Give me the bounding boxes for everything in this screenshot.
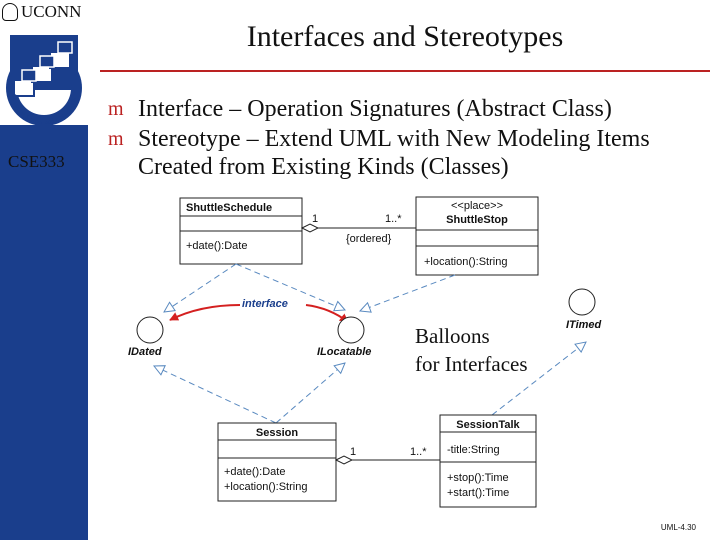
constraint-label: {ordered} [346,233,392,245]
class-name: SessionTalk [456,419,520,431]
interface-itimed: ITimed [566,288,602,331]
realization-links-bottom [154,342,586,424]
association-schedule-stop: 1 1..* {ordered} [300,213,416,245]
class-name: ShuttleStop [446,214,508,226]
class-operation: +date():Date [186,240,247,252]
university-label: UCONN [2,2,81,22]
class-attribute: -title:String [447,444,500,456]
multiplicity-label: 1 [312,213,318,225]
class-operation: +stop():Time [447,472,509,484]
sidebar-strip [0,125,88,540]
stereotype-label: <<place>> [451,200,503,212]
class-operation: +start():Time [447,487,509,499]
title-divider [100,70,710,72]
class-shuttle-stop: <<place>> ShuttleStop +location():String [415,196,539,276]
bullet-item: m Stereotype – Extend UML with New Model… [108,126,650,180]
bullet-item: m Interface – Operation Signatures (Abst… [108,96,612,122]
multiplicity-label: 1..* [410,446,427,458]
class-name: Session [256,427,298,439]
interface-idated: IDated [128,316,164,358]
bullet-icon: m [108,128,124,150]
interface-ilocatable: ILocatable [317,316,371,358]
interface-name: ILocatable [317,346,371,358]
class-session-talk: SessionTalk -title:String +stop():Time +… [439,414,537,508]
class-operation: +location():String [224,481,307,493]
class-name: ShuttleSchedule [186,202,272,214]
uconn-seal-icon [2,3,18,21]
interface-name: IDated [128,346,162,358]
class-operation: +date():Date [224,466,285,478]
bullet-list: m Interface – Operation Signatures (Abst… [108,95,708,183]
computer-network-logo: Computer Science and Engineering [6,35,82,125]
class-session: Session +date():Date +location():String [217,422,337,502]
sidebar: UCONN Computer Science and Engineering C… [0,0,88,540]
interface-label: interface [242,298,288,310]
bullet-icon: m [108,98,124,120]
multiplicity-label: 1 [350,446,356,458]
balloons-note: Balloons for Interfaces [415,324,528,376]
slide-number: UML-4.30 [660,523,696,532]
association-session-talk: 1 1..* [334,446,440,465]
class-shuttle-schedule: ShuttleSchedule +date():Date [179,197,303,265]
realization-links-top [164,263,456,312]
course-label: CSE333 [8,152,65,171]
interface-name: ITimed [566,319,602,331]
multiplicity-label: 1..* [385,213,402,225]
class-operation: +location():String [424,256,507,268]
interface-annotation: interface [169,298,349,323]
slide-title: Interfaces and Stereotypes [246,20,564,53]
